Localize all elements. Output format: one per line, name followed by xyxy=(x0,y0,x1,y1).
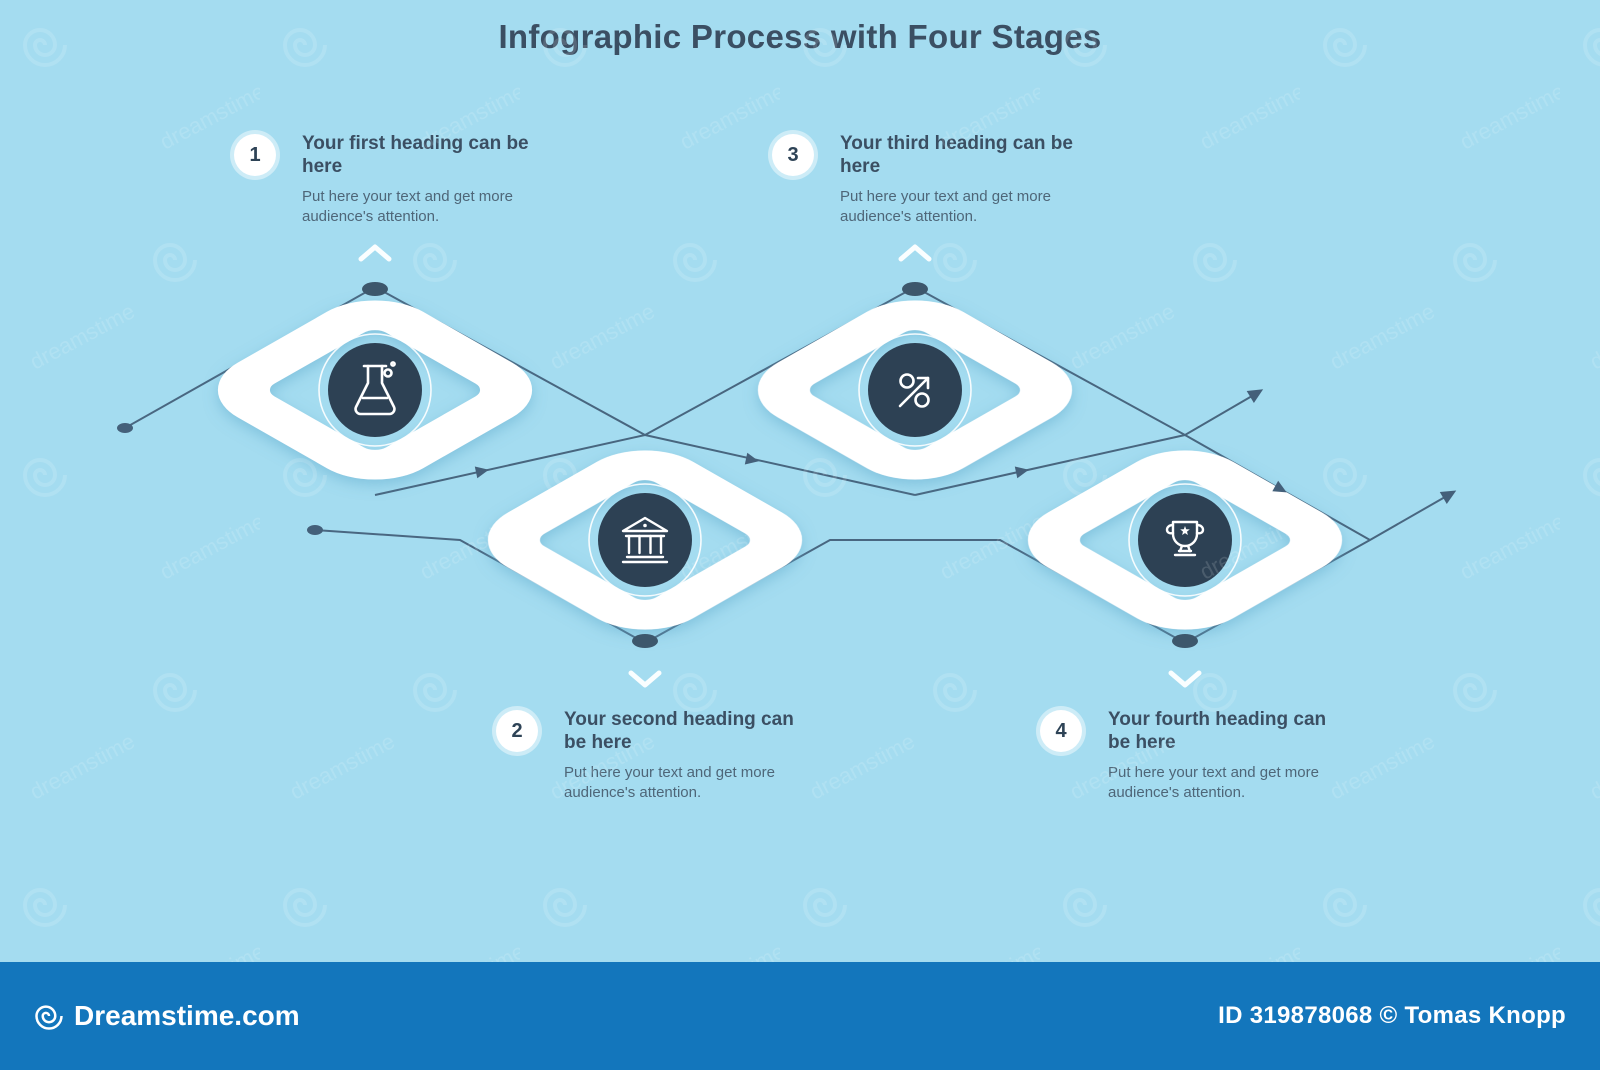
stage-block-4: 4 Your fourth heading can be here Put he… xyxy=(1040,708,1358,802)
stage-block-3: 3 Your third heading can be here Put her… xyxy=(772,132,1090,226)
stage-body: Put here your text and get more audience… xyxy=(1108,764,1319,801)
stage-icon-discs xyxy=(318,333,1242,597)
license-text: ID 319878068 © Tomas Knopp xyxy=(1218,1002,1566,1029)
flow-line-3-4 xyxy=(914,434,1186,496)
stage-heading: Your third heading can be here xyxy=(840,133,1073,178)
disc xyxy=(868,343,962,437)
start-dot xyxy=(117,423,133,433)
disc xyxy=(598,493,692,587)
disc xyxy=(1138,493,1232,587)
arrow-icon xyxy=(1272,480,1287,493)
arrow-icon xyxy=(1014,466,1029,479)
dreamstime-logo: Dreamstime.com xyxy=(34,1000,300,1032)
chevron-up-icon xyxy=(358,244,392,262)
stage-number-badge: 1 xyxy=(234,134,276,176)
disc xyxy=(328,343,422,437)
arrow-icon xyxy=(1246,389,1264,404)
connector-lines xyxy=(124,285,1446,645)
stage-heading: Your first heading can be here xyxy=(302,133,529,178)
line-start-dots xyxy=(117,423,323,535)
stage-texts: Your second heading can be here Put here… xyxy=(564,708,814,802)
stage-body: Put here your text and get more audience… xyxy=(840,188,1051,225)
stock-footer-bar: Dreamstime.com ID 319878068 © Tomas Knop… xyxy=(0,962,1600,1070)
disc-ring xyxy=(858,333,972,447)
start-dot xyxy=(307,525,323,535)
top-zigzag-line xyxy=(124,285,1253,437)
brand-text: Dreamstime.com xyxy=(74,1000,300,1031)
trophy-icon xyxy=(1165,520,1205,557)
disc-ring xyxy=(1128,483,1242,597)
diamond-stage-1 xyxy=(217,300,533,480)
flow-arrowheads xyxy=(474,389,1457,505)
stage-number-badge: 4 xyxy=(1040,710,1082,752)
infographic-title: Infographic Process with Four Stages xyxy=(498,18,1102,55)
chevron-up-icon xyxy=(898,244,932,262)
stage-heading: Your second heading can be here xyxy=(564,709,794,754)
bottom-zigzag-line xyxy=(314,496,1446,645)
vertex-dot xyxy=(362,282,388,296)
vertex-dot xyxy=(632,634,658,648)
disc-ring xyxy=(318,333,432,447)
diamond-vertex-dots xyxy=(362,282,1198,648)
stage-body: Put here your text and get more audience… xyxy=(564,764,775,801)
stage-block-2: 2 Your second heading can be here Put he… xyxy=(496,708,814,802)
chevron-down-icon xyxy=(628,670,662,688)
flow-line-4-out xyxy=(1184,434,1371,541)
stage-texts: Your third heading can be here Put here … xyxy=(840,132,1090,226)
percent-arrow-icon xyxy=(898,373,930,408)
arrow-icon xyxy=(744,452,759,465)
stage-number-badge: 2 xyxy=(496,710,538,752)
bank-icon xyxy=(621,516,669,564)
diamond-stage-4 xyxy=(1027,450,1343,630)
stage-texts: Your fourth heading can be here Put here… xyxy=(1108,708,1358,802)
stage-body: Put here your text and get more audience… xyxy=(302,188,513,225)
flow-line-1-2 xyxy=(374,434,646,496)
arrow-icon xyxy=(474,466,489,479)
arrow-icon xyxy=(1439,490,1457,505)
stage-diamonds xyxy=(217,300,1343,630)
stage-number-badge: 3 xyxy=(772,134,814,176)
vertex-dot xyxy=(902,282,928,296)
flask-icon xyxy=(354,361,396,416)
diamond-stage-3 xyxy=(757,300,1073,480)
stage-block-1: 1 Your first heading can be here Put her… xyxy=(234,132,552,226)
vertex-dot xyxy=(1172,634,1198,648)
stage-texts: Your first heading can be here Put here … xyxy=(302,132,552,226)
stage-heading: Your fourth heading can be here xyxy=(1108,709,1327,754)
diamond-stage-2 xyxy=(487,450,803,630)
chevron-down-icon xyxy=(1168,670,1202,688)
dreamstime-spiral-icon xyxy=(35,1005,63,1030)
chevron-markers xyxy=(358,244,1202,688)
disc-ring xyxy=(588,483,702,597)
flow-line-2-3 xyxy=(644,434,916,496)
